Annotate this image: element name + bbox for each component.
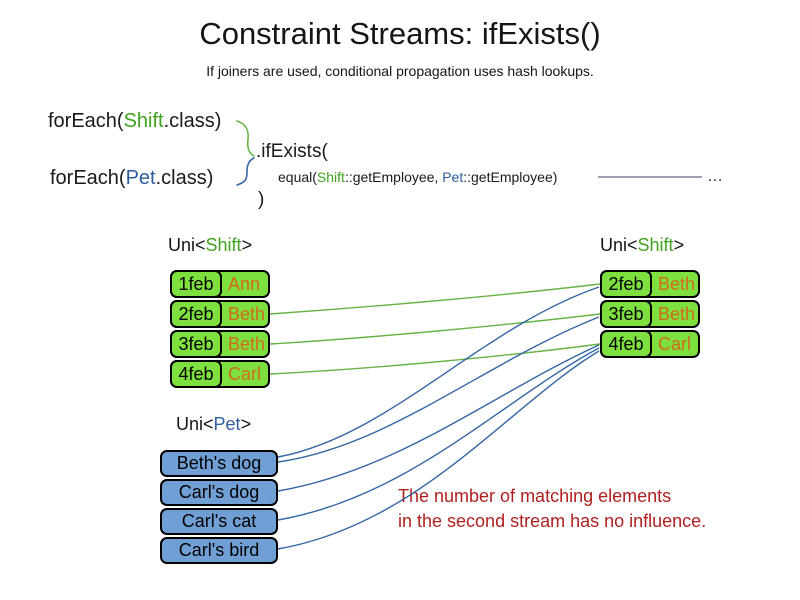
- blue-line-carlsdog-4feb: [277, 344, 600, 492]
- slide-title: Constraint Streams: ifExists(): [199, 16, 601, 51]
- code-text: equal(: [278, 169, 317, 185]
- code-close-paren: ): [258, 189, 265, 210]
- shift-name-cell: Beth: [658, 274, 696, 294]
- label-text: >: [240, 414, 252, 434]
- code-equal-joiner: equal(Shift::getEmployee, Pet::getEmploy…: [278, 169, 557, 185]
- pet-table-label: Uni<Pet>: [176, 414, 251, 435]
- pet-row-carls-cat: Carl's cat: [160, 508, 278, 535]
- pet-class-token: Pet: [442, 169, 464, 185]
- shift-class-token: Shift: [205, 235, 242, 255]
- shift-class-token: Shift: [637, 235, 674, 255]
- pet-class-token: Pet: [125, 167, 156, 189]
- pet-row-carls-bird: Carl's bird: [160, 537, 278, 564]
- code-text: .class): [163, 110, 222, 132]
- code-text: forEach(: [50, 167, 126, 189]
- shift-row-left-3feb: 3feb Beth: [170, 330, 270, 358]
- pet-row-carls-dog: Carl's dog: [160, 479, 278, 506]
- shift-row-right-3feb: 3feb Beth: [600, 300, 700, 328]
- code-text: forEach(: [48, 110, 124, 132]
- label-text: Uni<: [168, 235, 206, 255]
- annotation-note-line2: in the second stream has no influence.: [398, 511, 707, 531]
- shift-name-cell: Beth: [228, 304, 266, 324]
- shift-class-token: Shift: [123, 110, 164, 132]
- shift-date-cell: 3feb: [170, 330, 222, 358]
- shift-row-right-2feb: 2feb Beth: [600, 270, 700, 298]
- right-shift-table-label: Uni<Shift>: [600, 235, 684, 256]
- shift-name-cell: Ann: [228, 274, 261, 294]
- blue-line-bethsdog-3feb: [277, 316, 600, 463]
- shift-row-left-2feb: 2feb Beth: [170, 300, 270, 328]
- code-foreach-pet: forEach(Pet.class): [50, 167, 213, 190]
- shift-date-cell: 3feb: [600, 300, 652, 328]
- code-text: ::getEmployee): [463, 169, 558, 185]
- slide-subtitle: If joiners are used, conditional propaga…: [206, 63, 594, 79]
- code-text: .class): [155, 167, 214, 189]
- label-text: >: [673, 235, 685, 255]
- brace-bottom-blue: [236, 157, 255, 186]
- shift-date-cell: 2feb: [170, 300, 222, 328]
- green-line-4feb: [269, 343, 601, 375]
- shift-name-cell: Beth: [228, 334, 266, 354]
- label-text: Uni<: [176, 414, 214, 434]
- shift-date-cell: 4feb: [600, 330, 652, 358]
- green-line-3feb: [269, 313, 601, 345]
- shift-row-left-4feb: 4feb Carl: [170, 360, 270, 388]
- shift-row-right-4feb: 4feb Carl: [600, 330, 700, 358]
- shift-name-cell: Beth: [658, 304, 696, 324]
- shift-date-cell: 4feb: [170, 360, 222, 388]
- code-foreach-shift: forEach(Shift.class): [48, 110, 221, 133]
- left-shift-table-label: Uni<Shift>: [168, 235, 252, 256]
- label-text: Uni<: [600, 235, 638, 255]
- shift-row-left-1feb: 1feb Ann: [170, 270, 270, 298]
- brace-top-green: [236, 120, 255, 157]
- blue-line-bethsdog-2feb: [277, 286, 600, 458]
- green-line-2feb: [269, 283, 601, 315]
- label-text: >: [241, 235, 253, 255]
- continuation-ellipsis: …: [707, 168, 724, 185]
- shift-name-cell: Carl: [658, 334, 692, 354]
- shift-name-cell: Carl: [228, 364, 262, 384]
- annotation-note-line1: The number of matching elements: [398, 486, 672, 506]
- code-text: ::getEmployee,: [344, 169, 443, 185]
- shift-date-cell: 2feb: [600, 270, 652, 298]
- pet-class-token: Pet: [213, 414, 241, 434]
- code-ifexists: .ifExists(: [256, 141, 328, 162]
- pet-row-beths-dog: Beth's dog: [160, 450, 278, 477]
- shift-date-cell: 1feb: [170, 270, 222, 298]
- shift-class-token: Shift: [316, 169, 345, 185]
- annotation-note: The number of matching elements in the s…: [398, 484, 706, 534]
